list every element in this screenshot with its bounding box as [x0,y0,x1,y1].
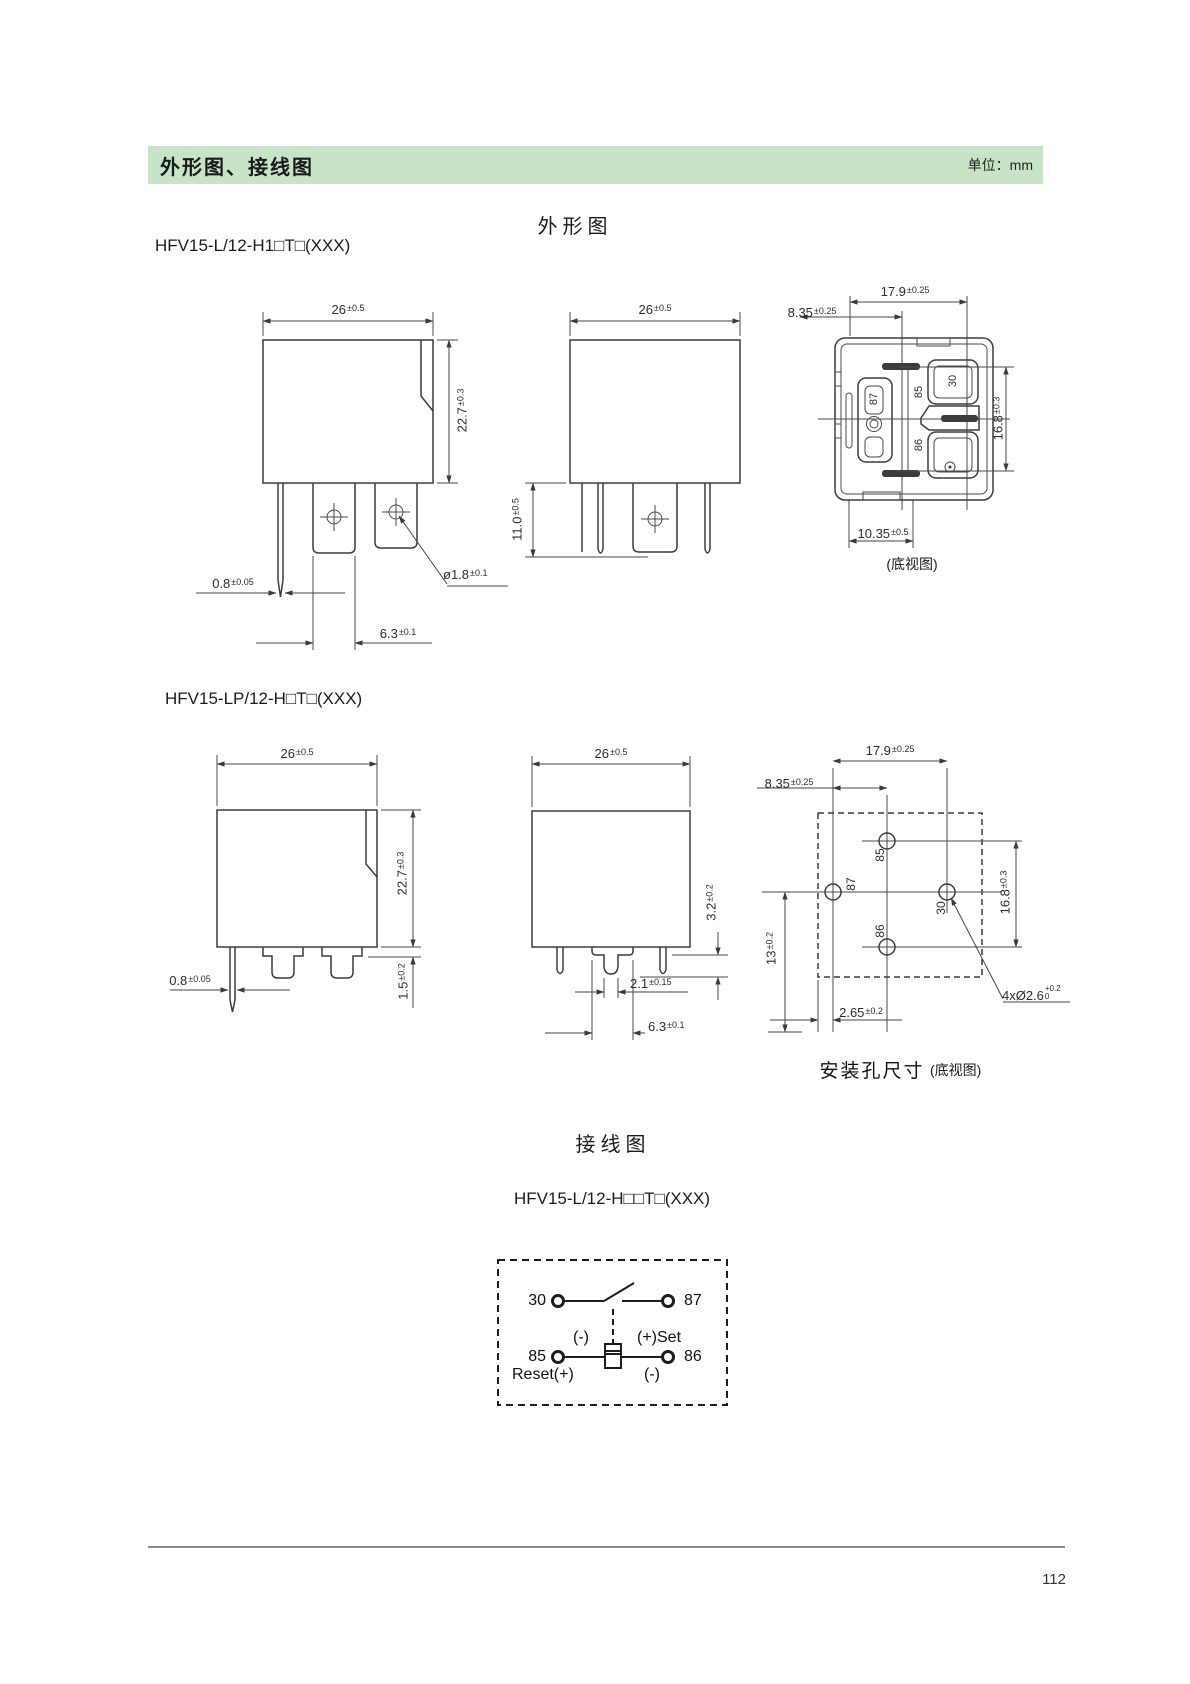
wiring-terminal-85: 85 [528,1348,546,1365]
drawing-e-side-view [531,756,728,1040]
terminal-30-bottom-view: 30 [947,374,959,388]
dim-d-width: 26±0.5 [280,746,314,761]
dim-a-width: 26±0.5 [331,302,365,317]
mounting-caption-view: (底视图) [930,1062,982,1078]
wiring-coil-minus-top: (-) [573,1329,589,1346]
dim-a-height: 22.7±0.3 [454,388,470,433]
wiring-coil-minus-bottom: (-) [644,1366,660,1383]
outline-section-title: 外形图 [537,216,613,238]
page-title: 外形图、接线图 [160,156,314,179]
mounting-caption-title: 安装孔尺寸 [819,1061,925,1082]
header-bar: 外形图、接线图 单位：mm [148,146,1043,184]
dim-d-pin-thickness: 0.8±0.05 [169,973,211,988]
model-label-wiring: HFV15-L/12-H□□T□(XXX) [513,1189,711,1208]
model-label-a: HFV15-L/12-H1□T□(XXX) [155,236,351,255]
terminal-86-mounting: 86 [873,924,887,938]
wiring-diagram-linework [497,1259,728,1406]
wiring-coil-reset: Reset(+) [512,1366,574,1383]
wiring-section-title: 接线图 [575,1134,651,1156]
terminal-87-mounting: 87 [844,877,858,891]
drawing-a-front-view [196,312,508,650]
dim-e-notch: 2.1±0.15 [630,976,672,991]
dim-c-pitch: 17.9±0.25 [880,284,930,299]
model-label-b: HFV15-LP/12-H□T□(XXX) [165,689,363,708]
drawing-b-side-view [525,312,741,558]
dim-a-blade-width: 6.3±0.1 [379,626,417,641]
dim-d-height: 22.7±0.3 [394,851,410,896]
dim-e-blade-width: 6.3±0.1 [648,1019,685,1034]
wiring-terminal-30: 30 [528,1292,546,1309]
dim-f-edge: 13±0.2 [763,932,779,965]
unit-label: 单位：mm [967,157,1033,173]
dim-e-width: 26±0.5 [594,746,628,761]
page-number: 112 [1042,1571,1066,1588]
bottom-view-caption: (底视图) [886,556,938,572]
dim-e-pin-length: 3.2±0.2 [703,884,719,921]
terminal-85-bottom-view: 85 [913,385,925,399]
drawing-f-mounting-holes [757,758,1070,1033]
terminal-85-mounting: 85 [873,848,887,862]
drawing-d-front-view [170,755,421,1013]
wiring-terminal-87: 87 [684,1292,702,1309]
dim-b-width: 26±0.5 [638,302,672,317]
dim-c-offset: 8.35±0.25 [787,305,837,320]
wiring-coil-set: (+)Set [637,1329,682,1346]
dim-f-height: 16.8±0.3 [997,870,1013,915]
terminal-87-bottom-view: 87 [868,392,880,406]
terminal-30-mounting: 30 [934,901,948,915]
dim-c-width: 10.35±0.5 [857,526,909,541]
dim-f-pitch: 17.9±0.25 [865,743,915,758]
dim-a-pin-thickness: 0.8±0.05 [212,576,254,591]
terminal-86-bottom-view: 86 [913,438,925,452]
dim-c-height: 16.8±0.3 [990,396,1006,441]
dim-b-pin-length: 11.0±0.5 [509,498,525,541]
dim-f-offset: 8.35±0.25 [764,776,814,791]
dim-d-standoff: 1.5±0.2 [395,963,411,1000]
dim-f-margin: 2.65±0.2 [839,1005,883,1020]
dim-a-hole-diameter: ø1.8±0.1 [443,567,488,582]
drawing-c-bottom-view [799,296,1014,548]
wiring-terminal-86: 86 [684,1348,702,1365]
